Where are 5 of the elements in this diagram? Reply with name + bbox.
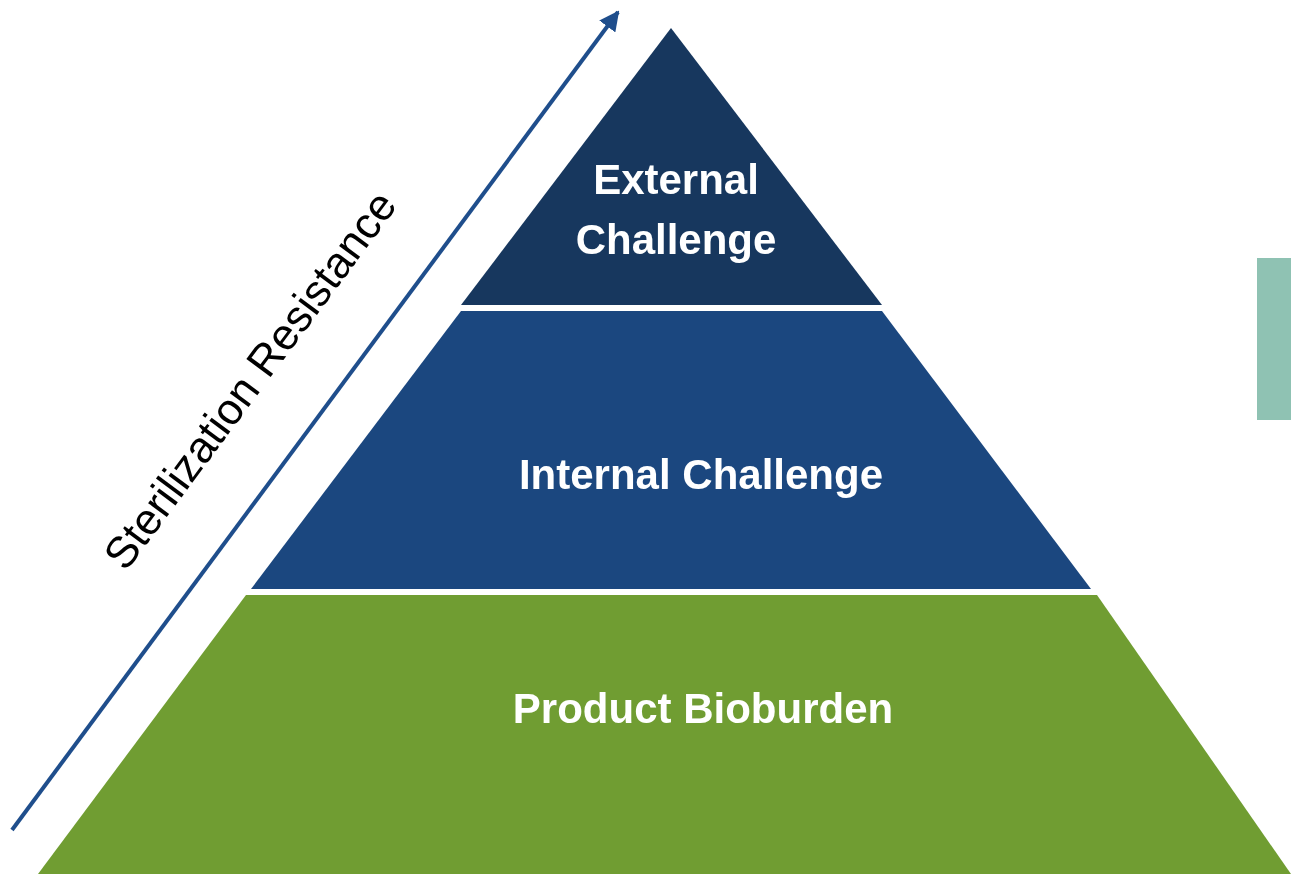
- pyramid-tier: [461, 28, 882, 305]
- tier-label: Product Bioburden: [511, 684, 895, 734]
- tier-label: External Challenge: [574, 155, 778, 265]
- pyramid-tier: [38, 595, 1291, 874]
- tier-label: Internal Challenge: [517, 450, 885, 500]
